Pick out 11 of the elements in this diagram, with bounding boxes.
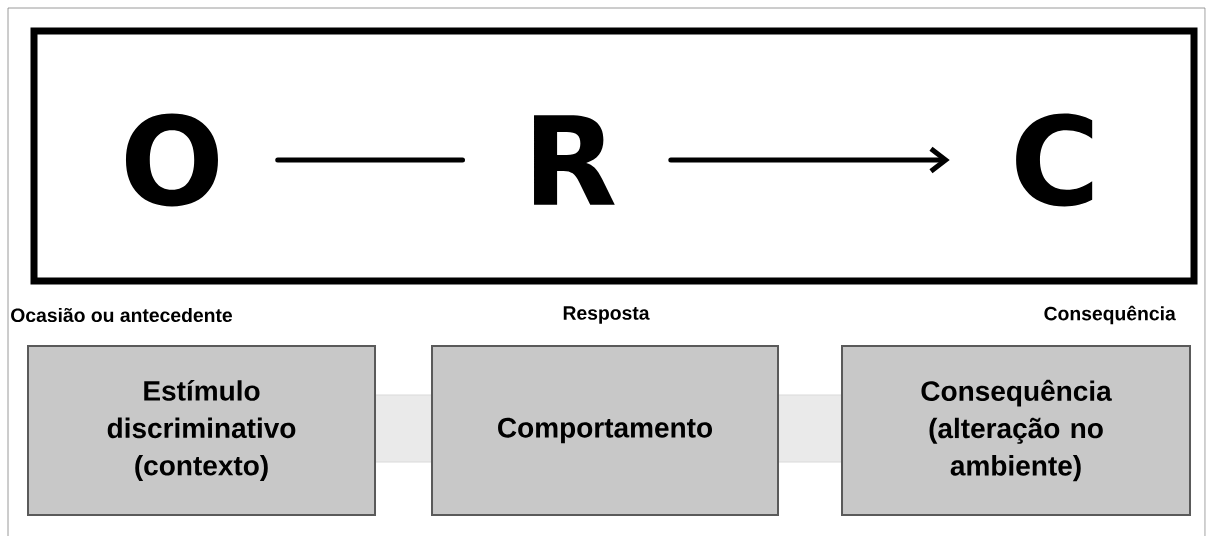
letter-text: C: [1016, 113, 1093, 207]
letter-text: R: [534, 115, 615, 205]
frame-box: [30, 27, 1198, 285]
process-box: Estímulo discriminativo (contexto): [27, 345, 376, 516]
connector-arrow: [668, 146, 950, 174]
process-box: Consequência (alteração no ambiente): [841, 345, 1191, 516]
heading-text: Consequência: [1044, 305, 1176, 325]
heading-text: Resposta: [563, 306, 650, 324]
process-box: Comportamento: [431, 345, 779, 516]
letter-text: O: [125, 113, 218, 207]
heading-text: Ocasião ou antecedente: [11, 307, 232, 323]
